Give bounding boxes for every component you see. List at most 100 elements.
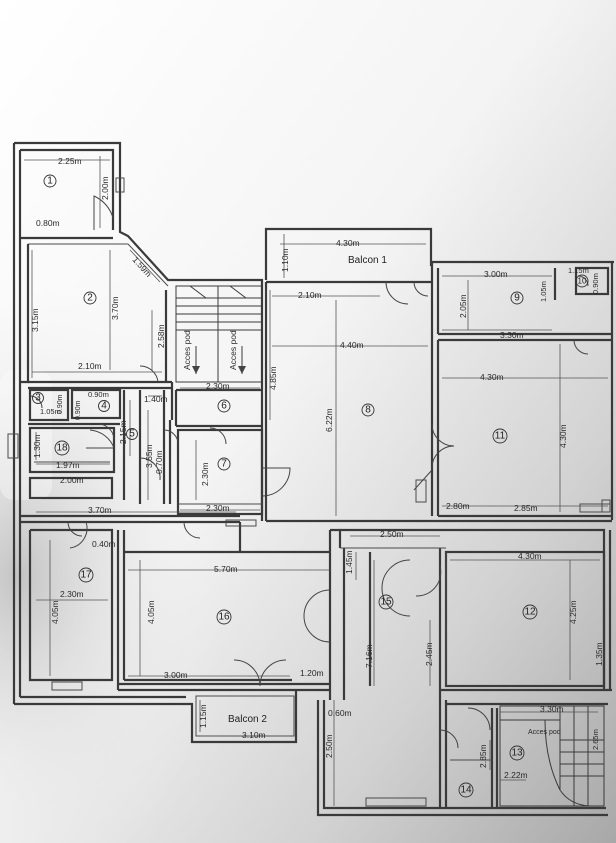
dimension-lines [24, 156, 608, 806]
room-17-number: 17 [80, 570, 92, 581]
room-8-number: 8 [365, 405, 371, 416]
dim-r13-height: 2.65m [591, 729, 600, 750]
dim-r2-right-height: 3.70m [110, 296, 120, 320]
dim-r15-bottom-2: 2.50m [324, 734, 334, 758]
room-16-marker [216, 609, 232, 625]
dim-r9-height: 2.05m [458, 294, 468, 318]
room-17-marker [78, 567, 94, 583]
dim-r17-width-top: 3.70m [88, 505, 112, 515]
dim-r3-width: 1.05m [40, 407, 61, 416]
dim-r8-width-2: 4.40m [340, 340, 364, 350]
room-18-marker [54, 440, 70, 456]
room-14-number: 14 [460, 785, 472, 796]
dim-r3-height: 0.90m [57, 394, 64, 414]
labels: Balcon 1 Balcon 2 Acces pod Acces pod Ac… [182, 255, 561, 736]
dim-r16-height: 4.05m [146, 600, 156, 624]
dim-r18-lower: 2.00m [60, 475, 84, 485]
dim-r2-side: 2.58m [156, 324, 166, 348]
room-12-marker [522, 604, 538, 620]
dim-r7-width: 2.30m [206, 503, 230, 513]
doors [29, 195, 589, 749]
dim-r15-height: 7.16m [364, 644, 374, 668]
room-14-marker [458, 782, 474, 798]
interior-walls-right [340, 262, 612, 808]
dim-r17-height: 4.05m [50, 600, 60, 624]
room-13-marker [509, 745, 525, 761]
stairs-secondary [499, 705, 605, 807]
dim-r16-width: 5.70m [214, 564, 238, 574]
dim-balcony1-width: 4.30m [336, 238, 360, 248]
dim-r14-width: 2.22m [504, 770, 528, 780]
room-18-number: 18 [56, 443, 68, 454]
dim-r18-height: 1.30m [32, 434, 42, 458]
room-2-number: 2 [87, 293, 93, 304]
room-5-marker [126, 428, 138, 440]
outer-walls [12, 141, 614, 817]
dim-r6-width: 2.30m [206, 381, 230, 391]
dim-r1-width: 2.25m [58, 156, 82, 166]
dim-balcony2-height: 1.15m [198, 704, 208, 728]
room-7-marker [217, 457, 231, 471]
dim-r9-width: 3.00m [484, 269, 508, 279]
dim-balcony1-height: 1.10m [280, 248, 290, 272]
stair-access-label-right: Acces pod [228, 330, 238, 370]
dim-r5-height-1: 2.15m [118, 420, 128, 444]
dim-r4-height: 0.90m [75, 400, 82, 420]
dim-r11-bottom-1: 2.80m [446, 501, 470, 511]
balcony-1-label: Balcon 1 [348, 255, 387, 266]
room-4-marker [98, 400, 110, 412]
room-2-marker [83, 291, 97, 305]
interior-walls-left [20, 236, 330, 692]
dim-r18-width: 1.97m [56, 460, 80, 470]
dim-r12-height: 4.25m [568, 600, 578, 624]
background-shadow [0, 250, 380, 843]
room-6-marker [217, 399, 231, 413]
room-9-number: 9 [514, 293, 520, 304]
room-8-marker [361, 403, 375, 417]
dim-r8-width-1: 2.10m [298, 290, 322, 300]
room-10-marker [575, 274, 589, 288]
room-1-number: 1 [47, 176, 53, 187]
dim-r9-width-2: 3.30m [500, 330, 524, 340]
room-1-marker [43, 174, 57, 188]
dim-r8-height: 6.22m [324, 408, 334, 432]
dim-r12-width: 4.30m [518, 551, 542, 561]
room-10-number: 10 [578, 277, 587, 286]
dim-r10-width: 1.15m [568, 266, 589, 275]
dim-r2-width: 2.10m [78, 361, 102, 371]
dim-r5-width: 1.40m [144, 394, 168, 404]
stair-access-label-secondary: Acces pod [528, 729, 561, 736]
room-11-marker [492, 428, 508, 444]
dim-r15-height-2: 2.45m [424, 642, 434, 666]
dim-r15-width: 2.50m [380, 529, 404, 539]
dim-balcony2-side: 1.20m [300, 668, 324, 678]
room-3-number: 3 [35, 393, 41, 404]
room-16-number: 16 [218, 612, 230, 623]
stair-access-label-left: Acces pod [182, 330, 192, 370]
dim-r2-left-height: 3.15m [30, 308, 40, 332]
room-12-number: 12 [524, 607, 536, 618]
dim-r4-width: 0.90m [88, 390, 109, 399]
dim-r15-bottom-1: 0.60m [328, 708, 352, 718]
dim-r17-offset: 0.40m [92, 539, 116, 549]
room-11-number: 11 [495, 431, 506, 442]
stairs-main [175, 285, 263, 383]
dim-r5-height-2: 3.55m [144, 444, 154, 468]
room-3-marker [32, 392, 44, 404]
dim-r17-width: 2.30m [60, 589, 84, 599]
room-4-number: 4 [101, 401, 107, 412]
dim-r7-height: 2.30m [200, 462, 210, 486]
dim-r13-width: 3.30m [540, 704, 564, 714]
dim-r16-bottom: 3.00m [164, 670, 188, 680]
room-markers: 1 2 3 4 5 6 7 8 9 10 11 12 13 14 15 16 1… [32, 174, 589, 798]
room-5-number: 5 [129, 429, 135, 440]
dim-r14-height: 2.85m [478, 744, 488, 768]
dim-r9-height-2: 1.05m [539, 281, 548, 302]
dim-r15-top-height: 1.45m [344, 550, 354, 574]
dimension-labels: 2.25m 2.00m 0.80m 1.59m 3.15m 3.70m 2.10… [30, 156, 604, 780]
dim-r11-bottom-2: 2.85m [514, 503, 538, 513]
dim-balcony2-width: 3.10m [242, 730, 266, 740]
dim-r7-small: 0.70m [154, 450, 164, 474]
room-6-number: 6 [221, 401, 227, 412]
